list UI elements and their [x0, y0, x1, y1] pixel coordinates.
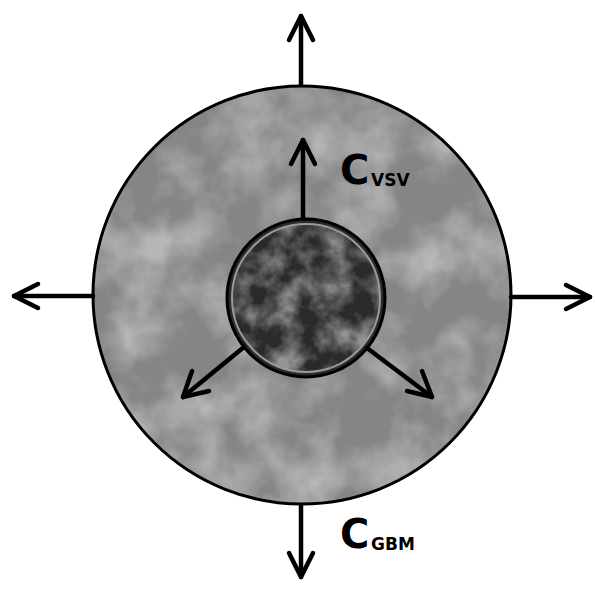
arrows — [14, 16, 590, 577]
variable-letter: C — [340, 514, 369, 554]
subscript: VSV — [371, 172, 410, 189]
outer-circle — [93, 86, 511, 504]
inner-texture — [232, 224, 380, 372]
inner-circle — [227, 219, 385, 377]
subscript: GBM — [371, 536, 415, 553]
inner-ring — [232, 224, 380, 372]
outer-outline — [93, 86, 511, 504]
variable-letter: C — [340, 150, 369, 190]
outer-texture — [93, 86, 511, 504]
